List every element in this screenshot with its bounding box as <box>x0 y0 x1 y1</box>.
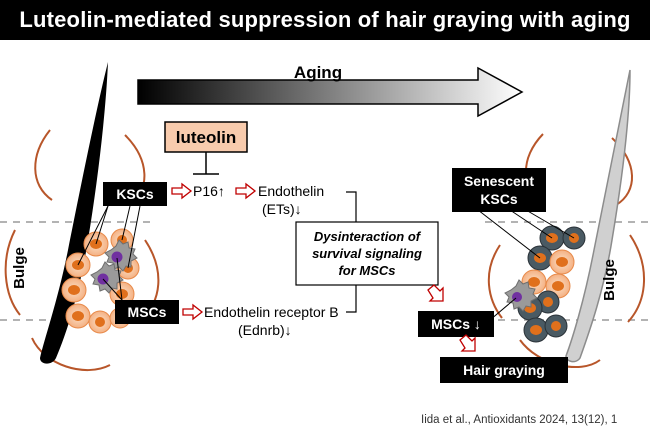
bulge-label-left: Bulge <box>11 247 28 289</box>
hair-graying-label: Hair graying <box>463 362 545 378</box>
page-title: Luteolin-mediated suppression of hair gr… <box>0 0 650 40</box>
arrow-ksc-to-p16 <box>171 182 193 200</box>
ksc-connectors <box>77 205 141 269</box>
luteolin-box: luteolin <box>164 121 248 153</box>
arrow-msc-to-hair-graying <box>459 334 476 352</box>
ednrb-abbrev: (Ednrb)↓ <box>238 322 292 338</box>
ednrb-label: Endothelin receptor B <box>204 304 339 320</box>
arrow-dysinteraction-to-msc <box>427 284 444 302</box>
diagram-canvas: Aging Bulge KS <box>0 62 650 426</box>
black-hair-shaft <box>40 62 108 364</box>
ksc-cell <box>61 277 87 303</box>
msc-decrease-connector <box>489 297 517 321</box>
senescent-ksc-box: Senescent KSCs <box>452 168 546 212</box>
dysinteraction-line-2: survival signaling <box>312 246 422 261</box>
msc-decrease-label: MSCs ↓ <box>431 316 481 332</box>
senescent-cell-cluster <box>504 225 586 343</box>
citation: Iida et al., Antioxidants 2024, 13(12), … <box>421 414 617 426</box>
endothelin-label: Endothelin <box>258 183 324 199</box>
gray-hair-shaft <box>565 69 631 363</box>
p16-label: P16↑ <box>193 183 225 199</box>
dysinteraction-line-3: for MSCs <box>338 263 395 278</box>
msc-decrease-box: MSCs ↓ <box>418 311 494 337</box>
senescent-line-1: Senescent <box>464 173 534 189</box>
msc-label-box: MSCs <box>115 300 179 324</box>
ksc-cell <box>65 303 91 329</box>
senescent-ksc-cell <box>523 317 549 343</box>
arrow-p16-to-endothelin <box>235 182 257 200</box>
luteolin-label: luteolin <box>176 128 236 147</box>
dysinteraction-box: Dysinteraction of survival signaling for… <box>295 221 439 286</box>
senescent-ksc-cell <box>536 290 560 314</box>
aging-arrow: Aging <box>137 63 524 118</box>
arrow-msc-to-ednrb <box>182 303 204 321</box>
bulge-boundaries <box>0 221 650 321</box>
ksc-label-box: KSCs <box>103 182 167 206</box>
ksc-cell <box>549 249 575 275</box>
senescent-line-2: KSCs <box>480 191 518 207</box>
bulge-label-right: Bulge <box>601 259 618 301</box>
senescent-connectors <box>477 209 575 259</box>
ksc-label: KSCs <box>116 186 154 202</box>
msc-label: MSCs <box>128 304 167 320</box>
bracket-connectors <box>346 191 357 313</box>
endothelin-abbrev: (ETs)↓ <box>262 201 302 217</box>
ksc-cell <box>88 310 112 334</box>
inhibition-bar <box>193 152 219 175</box>
msc-connectors <box>102 257 123 301</box>
senescent-ksc-cell <box>544 314 568 338</box>
aging-label: Aging <box>294 63 342 82</box>
dysinteraction-line-1: Dysinteraction of <box>314 229 422 244</box>
hair-graying-box: Hair graying <box>440 357 568 383</box>
